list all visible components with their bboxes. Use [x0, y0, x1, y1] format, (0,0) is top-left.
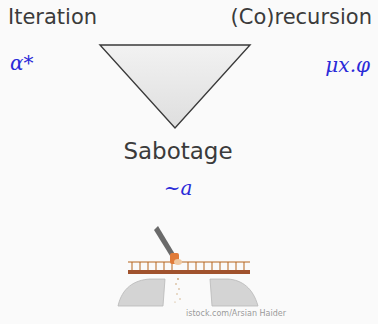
hand: [174, 259, 182, 265]
formula: μx.φ: [325, 54, 370, 76]
bridge-posts: [132, 262, 244, 270]
right-cliff: [210, 279, 258, 306]
concept-label: Sabotage: [123, 139, 232, 164]
sawdust: [174, 278, 180, 303]
formula: ~a: [164, 177, 193, 199]
image-credit: istock.com/Arsian Haider: [186, 310, 286, 319]
bridge-rail: [128, 261, 250, 262]
concept-label: Iteration: [8, 6, 97, 29]
left-cliff: [118, 279, 165, 306]
triangle: [100, 45, 250, 128]
formula: α*: [10, 52, 34, 74]
concept-label: (Co)recursion: [231, 6, 372, 29]
bridge-deck: [128, 270, 250, 274]
